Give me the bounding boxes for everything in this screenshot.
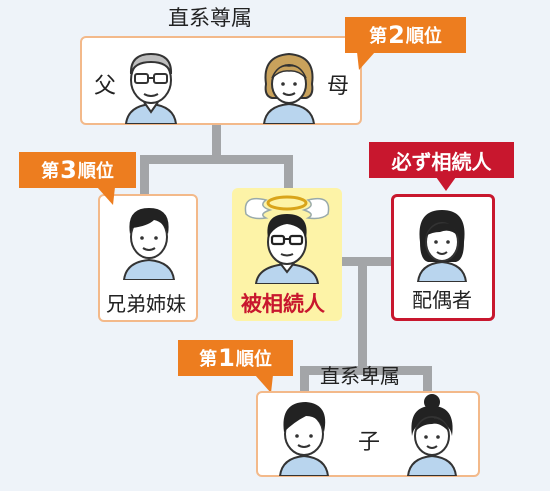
rank-1-tag-pointer bbox=[255, 375, 273, 393]
connector-child-right bbox=[423, 366, 432, 392]
girl-icon bbox=[406, 394, 458, 476]
rank-2-tag-pointer bbox=[357, 52, 375, 70]
rank-2-tag: 第 2 順位 bbox=[345, 17, 466, 53]
father-label: 父 bbox=[94, 74, 117, 99]
rank-3-prefix: 第 bbox=[41, 161, 60, 182]
descendants-group-label: 直系卑属 bbox=[320, 364, 400, 388]
connector-child-left bbox=[300, 366, 309, 392]
ascendants-box bbox=[80, 36, 362, 125]
rank-1-prefix: 第 bbox=[199, 349, 218, 370]
young-man-icon bbox=[122, 208, 176, 280]
rank-3-suffix: 順位 bbox=[77, 161, 114, 182]
rank-2-prefix: 第 bbox=[369, 26, 388, 47]
siblings-label: 兄弟姉妹 bbox=[106, 292, 186, 316]
spouse-label: 配偶者 bbox=[412, 288, 472, 312]
rank-1-tag: 第 1 順位 bbox=[178, 340, 293, 376]
man-with-halo-wings-icon bbox=[244, 195, 330, 284]
connector-sibling-drop bbox=[140, 155, 149, 200]
rank-2-number: 2 bbox=[388, 21, 405, 49]
rank-3-number: 3 bbox=[60, 156, 77, 184]
elderly-man-glasses-icon bbox=[124, 52, 178, 124]
connector-children-bar bbox=[300, 366, 432, 375]
child-label: 子 bbox=[358, 430, 381, 455]
elderly-woman-icon bbox=[262, 52, 316, 124]
spouse-required-badge: 必ず相続人 bbox=[369, 142, 514, 178]
connector-spouse bbox=[342, 257, 392, 266]
rank-2-suffix: 順位 bbox=[405, 26, 442, 47]
connector-decedent-drop bbox=[284, 155, 293, 190]
mother-label: 母 bbox=[327, 74, 350, 99]
boy-icon bbox=[278, 402, 330, 476]
connector-siblings-bar bbox=[140, 155, 293, 164]
connector-spouse-down bbox=[358, 257, 367, 375]
rank-3-tag: 第 3 順位 bbox=[19, 152, 136, 188]
rank-3-tag-pointer bbox=[97, 187, 115, 205]
rank-1-suffix: 順位 bbox=[235, 349, 272, 370]
spouse-badge-pointer bbox=[436, 177, 456, 191]
ascendants-group-label: 直系尊属 bbox=[168, 6, 252, 30]
rank-1-number: 1 bbox=[218, 344, 235, 372]
woman-icon bbox=[416, 210, 468, 282]
decedent-label: 被相続人 bbox=[241, 292, 325, 316]
